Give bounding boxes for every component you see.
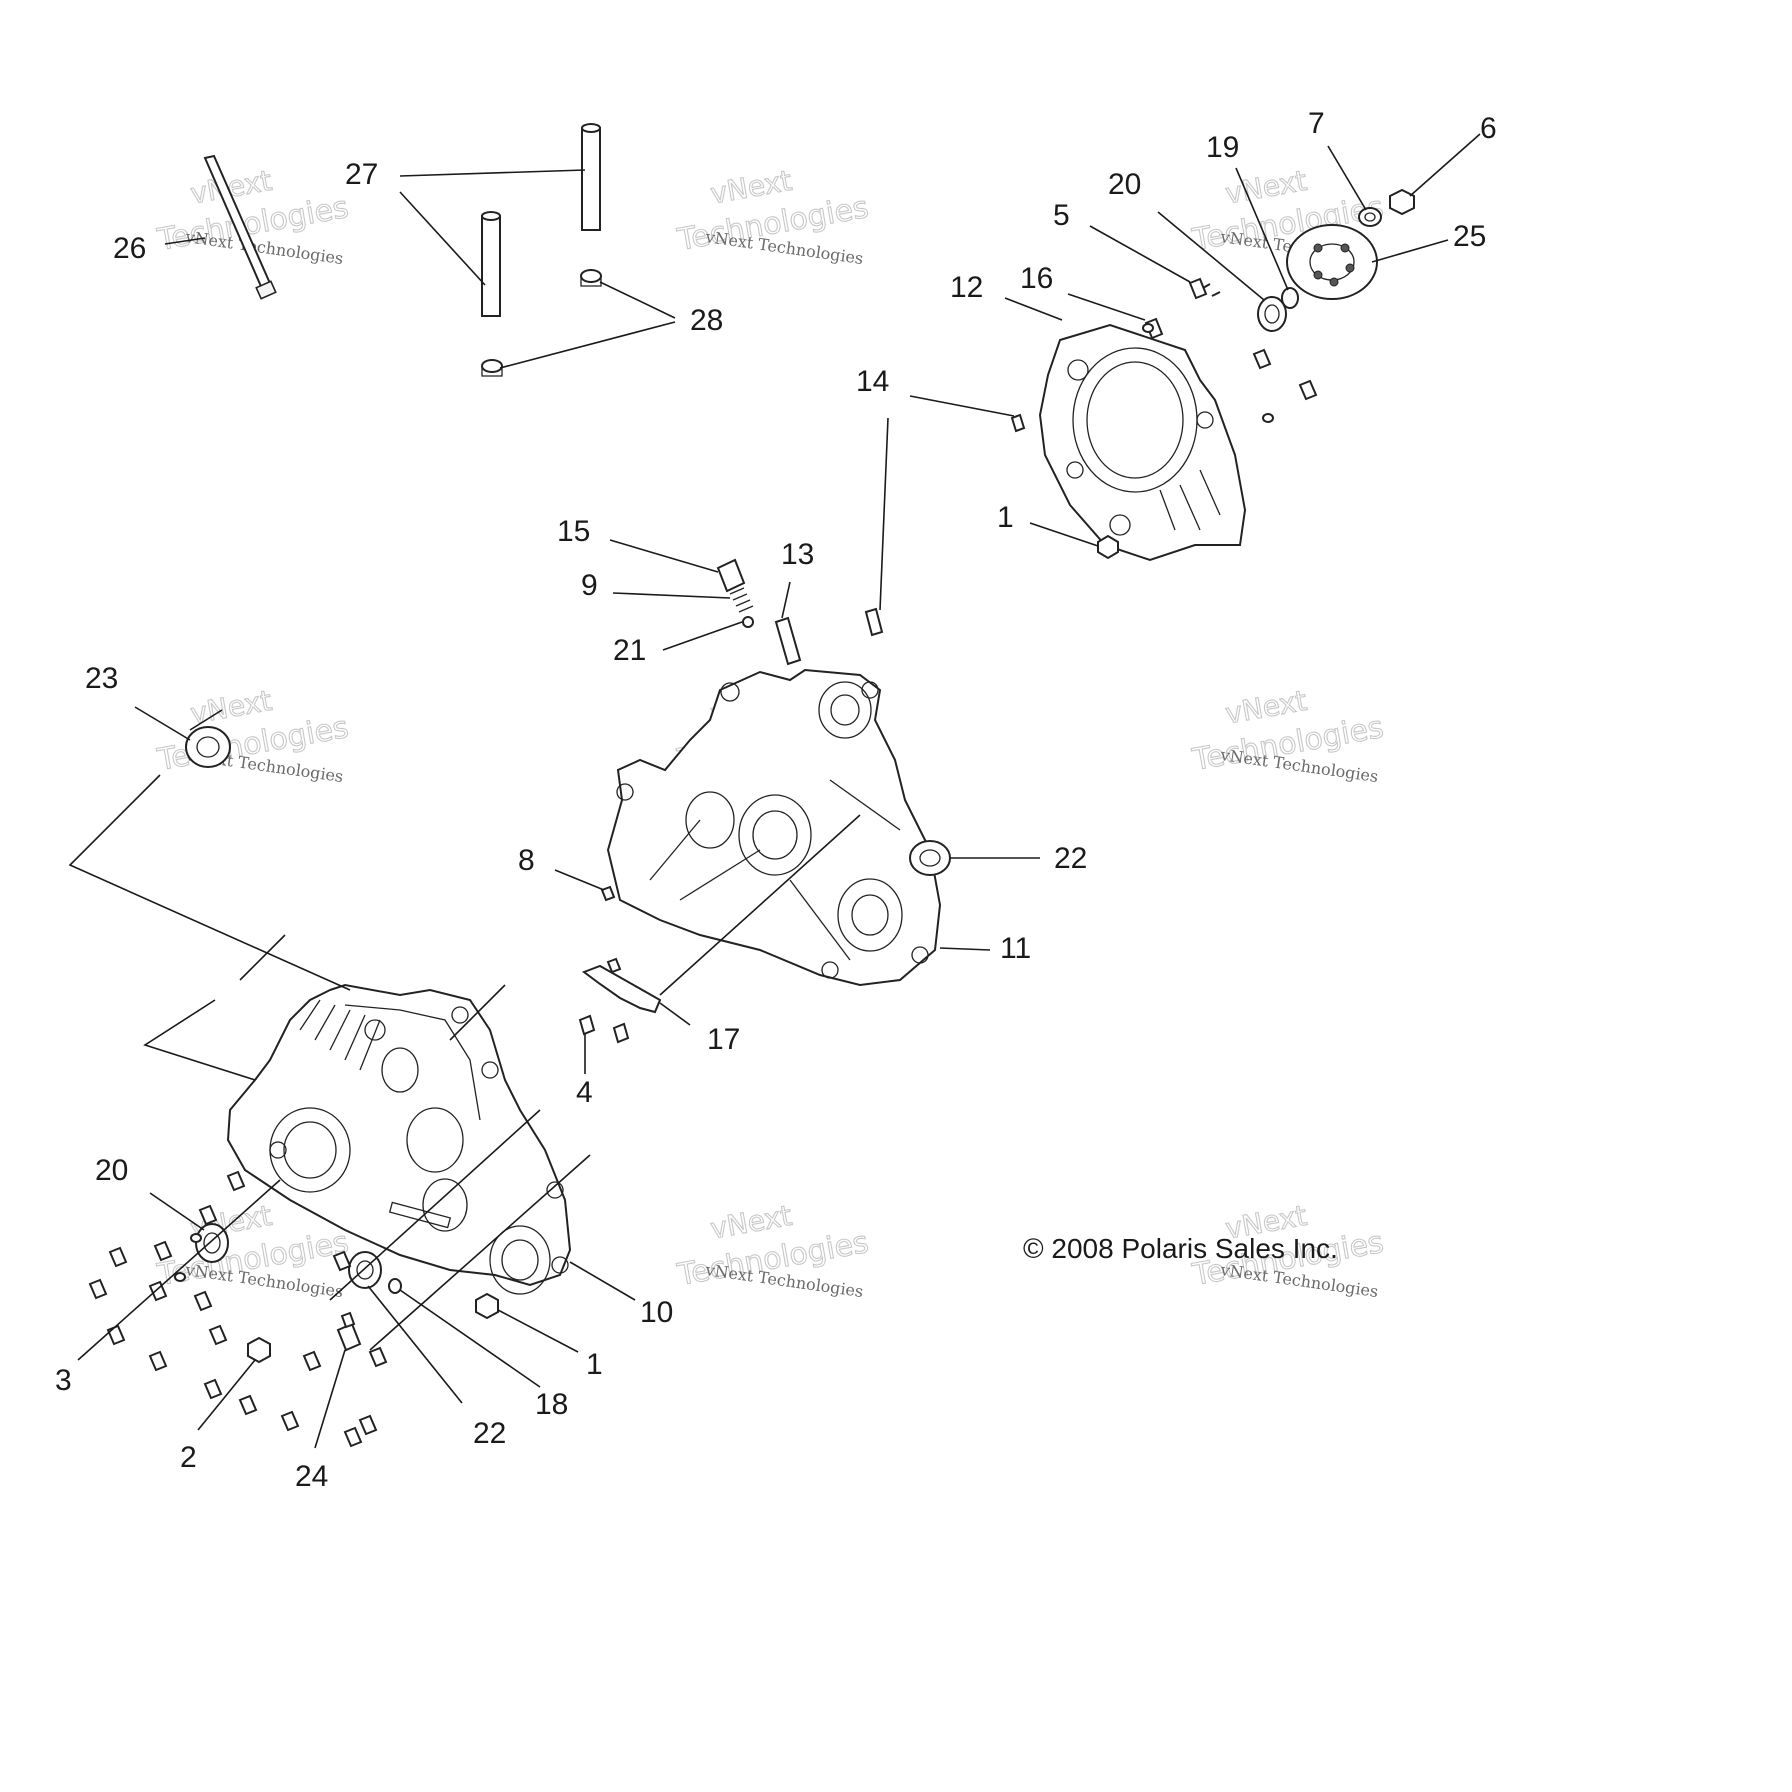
- part-nut-lower-right: [475, 1292, 499, 1320]
- callout-22-mid: 22: [1054, 842, 1087, 875]
- leader-lines: [68, 133, 1481, 1449]
- part-pin-top: [1010, 413, 1026, 433]
- callout-19: 19: [1206, 131, 1239, 164]
- part-oring-lower: [388, 1278, 402, 1294]
- part-cover-plate: [1038, 323, 1247, 562]
- part-washer: [1358, 207, 1382, 227]
- part-pin-right: [864, 607, 884, 637]
- callout-28: 28: [690, 304, 723, 337]
- callout-23: 23: [85, 662, 118, 695]
- callout-26: 26: [113, 232, 146, 265]
- part-pins-left: [600, 885, 622, 974]
- part-bolts-lower: [88, 1170, 388, 1448]
- callout-labels: 26 27 28 12 16 5 20 19 7 6 25 14 1 15 9 …: [55, 107, 1497, 1493]
- svg-text:vNext: vNext: [1223, 684, 1309, 731]
- callout-16: 16: [1020, 262, 1053, 295]
- callout-3: 3: [55, 1364, 72, 1397]
- callout-5: 5: [1053, 199, 1070, 232]
- part-seal-upper: [1257, 296, 1287, 332]
- part-long-bolt: [203, 154, 277, 300]
- part-fitting: [336, 1311, 362, 1352]
- callout-7: 7: [1308, 107, 1325, 140]
- part-bolts-cover: [1142, 277, 1318, 423]
- part-clip-lower: [481, 359, 503, 377]
- part-center-housing: [606, 668, 942, 987]
- callout-20-bottom: 20: [95, 1154, 128, 1187]
- part-seal-left: [185, 726, 231, 768]
- svg-text:vNext: vNext: [708, 1199, 794, 1246]
- callout-12: 12: [950, 271, 983, 304]
- callout-17: 17: [707, 1023, 740, 1056]
- part-spring: [729, 587, 754, 613]
- part-oring: [1281, 287, 1299, 309]
- callout-9: 9: [581, 569, 598, 602]
- part-seal-mid: [909, 840, 951, 876]
- callout-20-top: 20: [1108, 168, 1141, 201]
- part-disc: [1286, 224, 1378, 300]
- callout-10: 10: [640, 1296, 673, 1329]
- callout-24: 24: [295, 1460, 328, 1493]
- svg-text:vNext: vNext: [708, 164, 794, 211]
- copyright-text: © 2008 Polaris Sales Inc.: [1023, 1233, 1338, 1264]
- part-nut-lower-left: [247, 1336, 271, 1364]
- callout-14: 14: [856, 365, 889, 398]
- svg-text:vNext: vNext: [1223, 164, 1309, 211]
- callout-1-top: 1: [997, 501, 1014, 534]
- part-tube-pin-right: [581, 123, 601, 231]
- callout-6: 6: [1480, 112, 1497, 145]
- callout-18: 18: [535, 1388, 568, 1421]
- part-detent-plug: [716, 558, 746, 593]
- callout-4: 4: [576, 1076, 593, 1109]
- part-bracket: [581, 964, 662, 1014]
- callout-22-bottom: 22: [473, 1417, 506, 1450]
- callout-1-bottom: 1: [586, 1348, 603, 1381]
- callout-2: 2: [180, 1441, 197, 1474]
- part-nut-small: [1097, 534, 1119, 560]
- callout-13: 13: [781, 538, 814, 571]
- part-dowel: [774, 616, 802, 666]
- part-screws: [578, 1014, 630, 1044]
- callout-21: 21: [613, 634, 646, 667]
- part-lower-cover: [226, 983, 572, 1295]
- callout-25: 25: [1453, 220, 1486, 253]
- callout-27: 27: [345, 158, 378, 191]
- callout-8: 8: [518, 844, 535, 877]
- part-ball: [742, 616, 754, 628]
- callout-11: 11: [1000, 932, 1031, 965]
- part-tube-pin-left: [481, 211, 501, 317]
- part-nut: [1389, 188, 1415, 216]
- callout-15: 15: [557, 515, 590, 548]
- part-clip-upper: [580, 269, 602, 287]
